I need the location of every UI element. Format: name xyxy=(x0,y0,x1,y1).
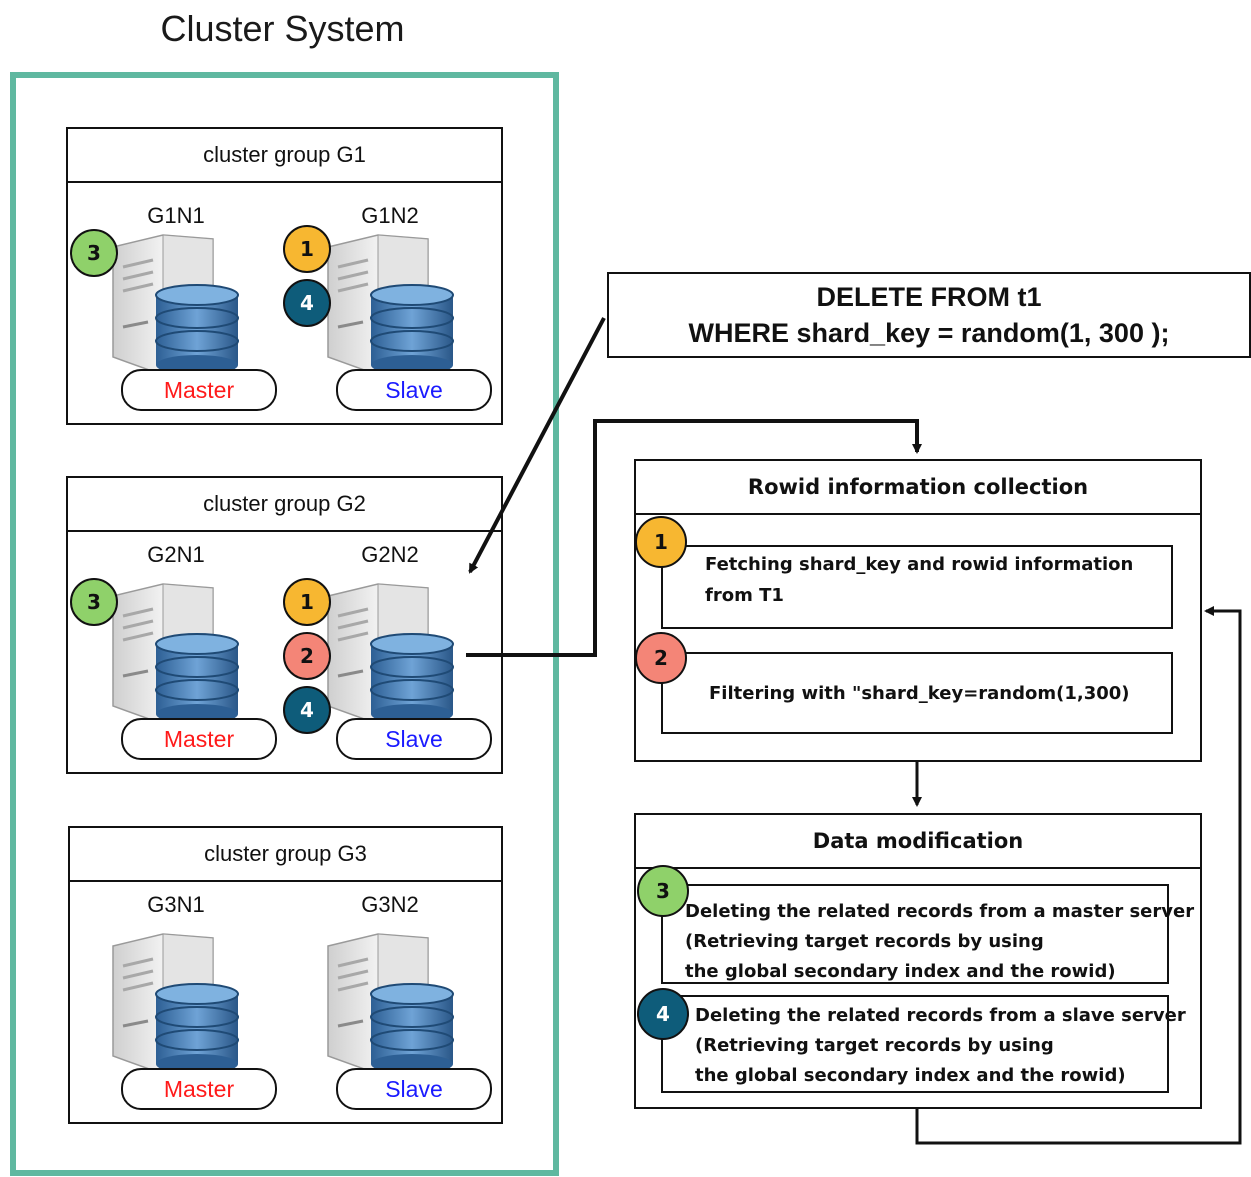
sql-statement-box: DELETE FROM t1 WHERE shard_key = random(… xyxy=(607,272,1251,358)
sql-line-2: WHERE shard_key = random(1, 300 ); xyxy=(688,318,1170,348)
step-badge-4: 4 xyxy=(283,279,331,327)
step-text: Deleting the related records from a slav… xyxy=(695,1005,1186,1026)
step-badge-1: 1 xyxy=(635,516,687,568)
role-slave-pill: Slave xyxy=(336,718,492,760)
role-master-pill: Master xyxy=(121,1068,277,1110)
panel-header: Data modification xyxy=(636,815,1200,869)
server-database-icon xyxy=(108,227,258,377)
step-badge-2: 2 xyxy=(283,632,331,680)
cluster-system-frame xyxy=(10,72,559,1176)
node-label: G3N1 xyxy=(147,892,205,917)
step-badge-2: 2 xyxy=(635,632,687,684)
step-badge-4: 4 xyxy=(283,686,331,734)
node-label: G1N1 xyxy=(147,203,205,228)
node-label: G1N2 xyxy=(361,203,419,228)
node-label: G2N2 xyxy=(361,542,419,567)
server-database-icon xyxy=(323,926,473,1076)
diagram-title: Cluster System xyxy=(160,8,405,49)
server-database-icon xyxy=(323,576,473,726)
group-header: cluster group G1 xyxy=(68,129,501,183)
step-badge-3: 3 xyxy=(70,229,118,277)
step-badge-3: 3 xyxy=(637,865,689,917)
sql-line-1: DELETE FROM t1 xyxy=(816,282,1042,312)
step-badge-1: 1 xyxy=(283,225,331,273)
server-database-icon xyxy=(108,926,258,1076)
cluster-group-g3: cluster group G3 G3N1 G3N2 xyxy=(68,826,503,1124)
database-cylinder-icon xyxy=(155,983,239,1074)
role-master-pill: Master xyxy=(121,718,277,760)
step-text: Fetching shard_key and rowid information xyxy=(705,554,1134,575)
role-master-pill: Master xyxy=(121,369,277,411)
step-box-2: Filtering with "shard_key=random(1,300) xyxy=(661,652,1173,734)
cluster-group-g2: cluster group G2 G2N1 G2N2 xyxy=(66,476,503,774)
database-cylinder-icon xyxy=(370,633,454,724)
step-badge-3: 3 xyxy=(70,578,118,626)
step-text: the global secondary index and the rowid… xyxy=(695,1065,1126,1086)
cluster-group-g1: cluster group G1 G1N1 G1N2 xyxy=(66,127,503,425)
step-box-1: Fetching shard_key and rowid information… xyxy=(661,545,1173,629)
step-box-4: Deleting the related records from a slav… xyxy=(661,995,1186,1093)
node-to-rowid-arrow xyxy=(466,419,922,657)
step-text: Filtering with "shard_key=random(1,300) xyxy=(709,682,1130,704)
sql-to-node-arrow xyxy=(468,317,606,574)
step-text: Deleting the related records from a mast… xyxy=(685,901,1195,922)
step-box-3: Deleting the related records from a mast… xyxy=(661,884,1195,984)
panel-header: Rowid information collection xyxy=(636,461,1200,515)
role-slave-pill: Slave xyxy=(336,1068,492,1110)
role-slave-pill: Slave xyxy=(336,369,492,411)
data-modification-panel: Data modification Deleting the related r… xyxy=(634,813,1202,1109)
database-cylinder-icon xyxy=(370,284,454,375)
step-text: (Retrieving target records by using xyxy=(685,931,1044,952)
rowid-collection-panel: Rowid information collection Fetching sh… xyxy=(634,459,1202,762)
group-header: cluster group G2 xyxy=(68,478,501,532)
step-text: the global secondary index and the rowid… xyxy=(685,961,1116,982)
group-header: cluster group G3 xyxy=(70,828,501,882)
step-badge-1: 1 xyxy=(283,578,331,626)
database-cylinder-icon xyxy=(155,284,239,375)
loop-back-arrow xyxy=(915,606,1242,1145)
node-label: G2N1 xyxy=(147,542,205,567)
step-text: from T1 xyxy=(705,585,784,606)
step-text: (Retrieving target records by using xyxy=(695,1035,1054,1056)
server-database-icon xyxy=(108,576,258,726)
node-label: G3N2 xyxy=(361,892,419,917)
server-database-icon xyxy=(323,227,473,377)
step-badge-4: 4 xyxy=(637,988,689,1040)
